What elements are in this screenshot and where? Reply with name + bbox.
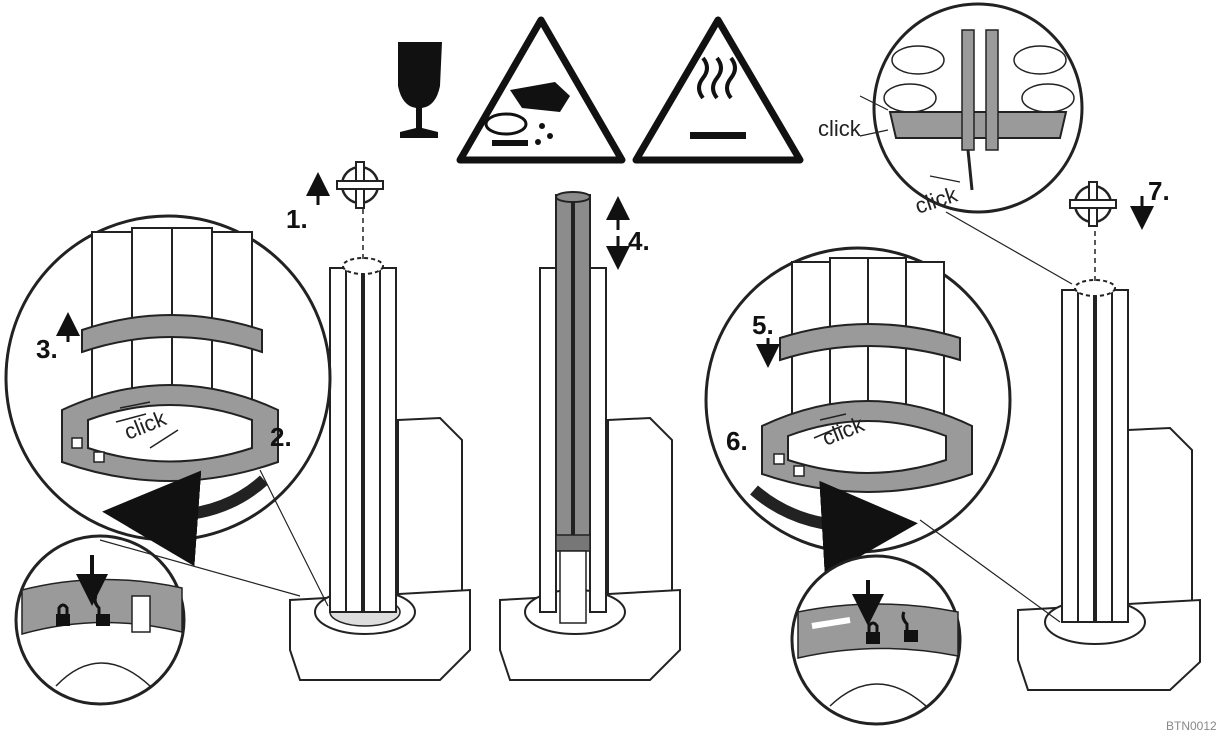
middle-lamp-unit [499, 191, 681, 681]
step-7-label: 7. [1148, 176, 1170, 206]
step-6-label: 6. [726, 426, 748, 456]
top-right-zoom-clip-detail [859, 2, 1084, 214]
locked-padlock-icon-left [56, 603, 70, 626]
left-lamp-unit [289, 200, 471, 681]
spider-clip-top-right [1069, 181, 1154, 230]
fragile-glass-icon [398, 42, 442, 138]
step-4-label: 4. [628, 226, 650, 256]
step-3-label: 3. [36, 334, 58, 364]
left-zoom-ring-detail [4, 214, 332, 567]
leader-line-top-right [945, 211, 1073, 285]
step-1-label: 1. [286, 204, 308, 234]
locked-padlock-icon-right [866, 621, 880, 644]
leader-line-right [919, 519, 1061, 623]
spider-clip-top-left [306, 161, 384, 209]
unlocked-padlock-icon-left [93, 595, 110, 626]
unlocked-padlock-icon-right [901, 611, 918, 642]
leader-line-left-a [99, 539, 301, 597]
corrosive-hazard-icon [456, 16, 626, 164]
click-label-top-zoom-a: click [818, 116, 862, 141]
right-zoom-ring-detail [704, 246, 1012, 577]
step-5-label: 5. [752, 310, 774, 340]
hot-surface-icon [632, 16, 804, 164]
drawing-code: BTN0012 [1166, 719, 1217, 733]
leader-line-left-b [259, 469, 329, 607]
right-lamp-unit [1017, 222, 1201, 691]
step-2-label: 2. [270, 422, 292, 452]
